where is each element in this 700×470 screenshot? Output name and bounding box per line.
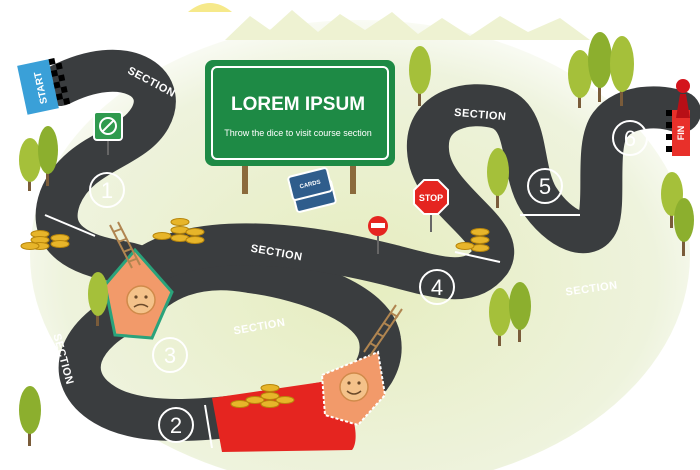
smile-face-tile <box>320 350 387 427</box>
coins-bottom <box>230 384 295 408</box>
step-4-circle <box>419 269 455 305</box>
coins-left <box>20 230 70 250</box>
step-3[interactable]: 3 <box>152 337 188 373</box>
tree-icon <box>487 148 509 208</box>
tree-icon <box>489 288 511 346</box>
step-4[interactable]: 4 <box>419 269 455 305</box>
finish-flag[interactable]: FIN <box>666 110 690 156</box>
mountains <box>225 10 590 40</box>
sign-post-left <box>242 160 248 194</box>
step-2[interactable]: 2 <box>158 407 194 443</box>
step-2-circle <box>158 407 194 443</box>
tree-icon <box>568 50 592 108</box>
tree-icon <box>610 36 634 106</box>
step-1-number: 1 <box>101 178 113 203</box>
tree-icon <box>38 126 58 186</box>
road-divider-3 <box>454 251 501 263</box>
cards-label: CARDS <box>299 179 321 190</box>
step-1-circle <box>89 172 125 208</box>
stop-label: STOP <box>419 193 443 203</box>
sign-border <box>211 66 389 160</box>
step-2-number: 2 <box>170 413 182 438</box>
tree-icon <box>19 138 41 191</box>
tree-icon <box>19 386 41 446</box>
sign-title: LOREM IPSUM <box>231 94 365 115</box>
sign-post-right <box>350 160 356 194</box>
cards-deck-icon[interactable]: CARDS <box>287 167 337 213</box>
sun <box>188 3 232 12</box>
step-4-number: 4 <box>431 275 443 300</box>
tree-icon <box>509 282 531 342</box>
start-checker <box>48 57 71 105</box>
road-divider-1 <box>44 214 96 237</box>
start-flag-panel <box>17 59 59 115</box>
step-1[interactable]: 1 <box>89 172 125 208</box>
player-pawn-icon[interactable] <box>676 79 690 118</box>
tree-icon <box>674 198 694 256</box>
step-3-circle <box>152 337 188 373</box>
tree-icon <box>409 46 431 106</box>
sad-face-icon <box>126 285 156 315</box>
step-5-circle <box>527 168 563 204</box>
ladder-left-icon <box>109 221 141 269</box>
road-upper-path <box>104 84 700 313</box>
smile-face-icon <box>339 372 369 402</box>
step-6[interactable]: 6 <box>612 120 648 156</box>
coins-right <box>455 228 490 252</box>
tree-icon <box>588 32 612 102</box>
green-road-sign <box>93 111 123 155</box>
finish-flag-panel <box>672 110 690 156</box>
step-6-circle <box>612 120 648 156</box>
step-5-number: 5 <box>539 174 551 199</box>
step-5[interactable]: 5 <box>527 168 563 204</box>
ladder-right-icon <box>363 304 403 357</box>
coins-middle <box>152 218 205 244</box>
sad-face-tile <box>103 247 174 340</box>
tree-icons <box>19 32 694 446</box>
no-entry-sign-icon <box>368 216 388 254</box>
finish-label: FIN <box>676 126 686 141</box>
sign-board <box>205 60 395 166</box>
info-sign: LOREM IPSUM Throw the dice to visit cour… <box>205 60 395 194</box>
tree-icon <box>88 272 108 326</box>
step-3-number: 3 <box>164 343 176 368</box>
start-flag[interactable]: START <box>17 57 71 115</box>
stop-sign-icon: STOP <box>413 179 449 232</box>
section-label-5: SECTION <box>454 107 507 124</box>
road-divider-2 <box>204 404 213 449</box>
sign-subtitle: Throw the dice to visit course section <box>224 128 372 138</box>
step-6-number: 6 <box>624 126 636 151</box>
